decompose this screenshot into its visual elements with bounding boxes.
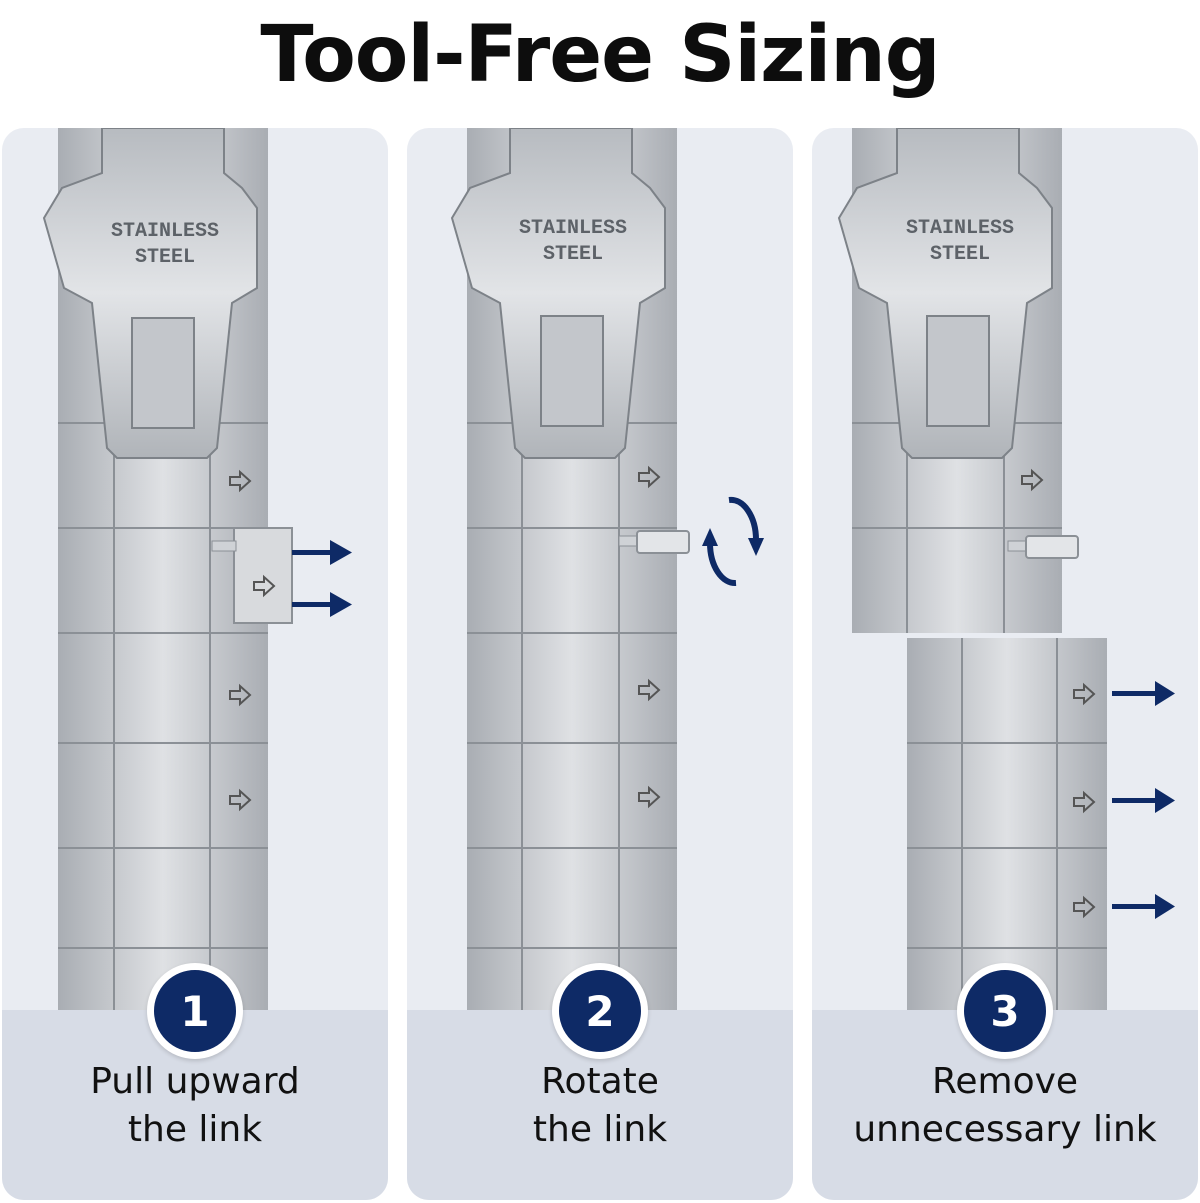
- watch-band-image: STAINLESS STEEL: [42, 128, 352, 1018]
- step-number-badge: 1: [147, 963, 243, 1059]
- step-caption-line: Remove: [931, 1061, 1079, 1102]
- step-caption-line: the link: [127, 1109, 263, 1150]
- step-caption-line: unnecessary link: [853, 1109, 1157, 1150]
- clasp-engraving: STAINLESS: [519, 217, 627, 240]
- step-number-badge: 3: [957, 963, 1053, 1059]
- step-caption-line: Pull upward: [90, 1061, 300, 1102]
- watch-band-image: STAINLESS STEEL: [837, 128, 1175, 1018]
- step-number-badge: 2: [552, 963, 648, 1059]
- clasp-engraving: STAINLESS: [906, 217, 1014, 240]
- step-panel-2: STAINLESS STEEL 2 Rotate the link: [407, 128, 793, 1200]
- clasp-engraving: STEEL: [135, 246, 195, 269]
- step-caption-line: Rotate: [541, 1061, 659, 1102]
- step-panel-1: STAINLESS STEEL 1 Pull upward the link: [2, 128, 388, 1200]
- step-caption: Pull upward the link: [2, 1058, 388, 1154]
- step-caption: Rotate the link: [407, 1058, 793, 1154]
- arrow-right-icon: [292, 540, 352, 617]
- step-caption: Remove unnecessary link: [812, 1058, 1198, 1154]
- step-caption-line: the link: [532, 1109, 668, 1150]
- step-panel-3: STAINLESS STEEL 3 Remove: [812, 128, 1198, 1200]
- arrow-right-icon: [1112, 681, 1175, 919]
- watch-band-image: STAINLESS STEEL: [450, 128, 764, 1018]
- page-title: Tool-Free Sizing: [260, 10, 940, 100]
- clasp-engraving: STEEL: [543, 243, 603, 266]
- clasp-engraving: STEEL: [930, 243, 990, 266]
- rotate-icon: [707, 496, 760, 587]
- clasp-engraving: STAINLESS: [111, 220, 219, 243]
